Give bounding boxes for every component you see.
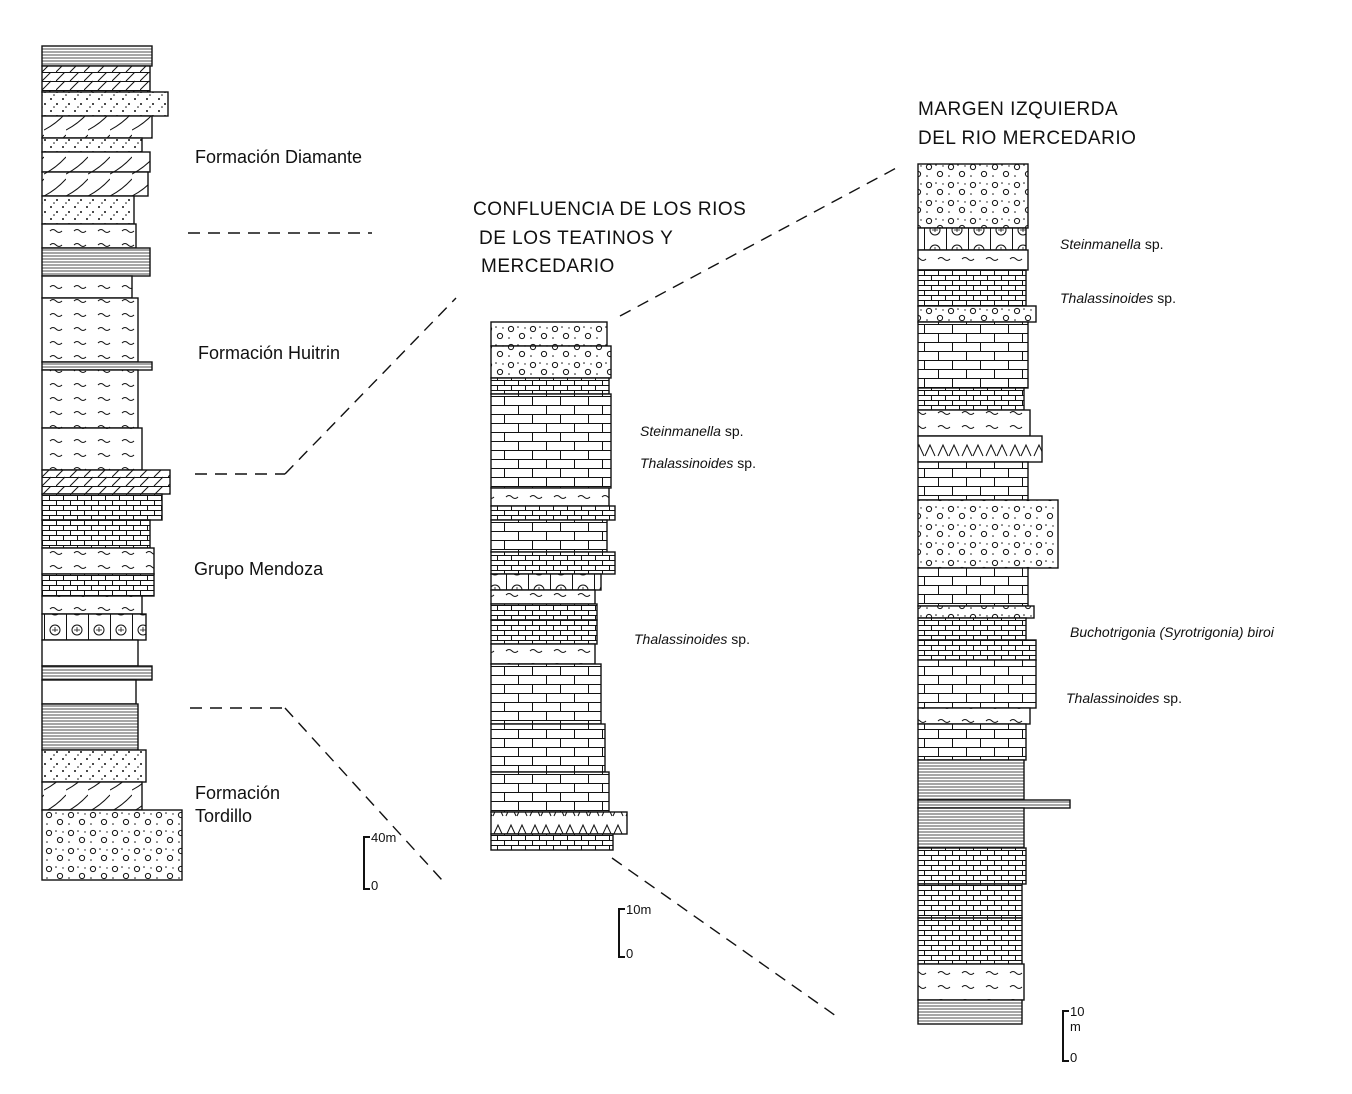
stratum-brick-small bbox=[490, 505, 616, 521]
stratum-cong bbox=[917, 605, 1035, 619]
stratum-shell bbox=[41, 613, 147, 641]
stratum-brick-small bbox=[41, 573, 155, 597]
stratum-brick bbox=[490, 519, 608, 553]
stratum-wave bbox=[41, 547, 155, 575]
formation-label-diamante: Formación Diamante bbox=[195, 147, 363, 167]
stratum-wave bbox=[490, 487, 610, 507]
stratum-brick bbox=[490, 663, 602, 725]
stratum-lam bbox=[41, 247, 151, 277]
correlation-lines bbox=[188, 165, 901, 1017]
stratum-cross bbox=[41, 151, 151, 173]
stratum-lam bbox=[917, 799, 1071, 809]
stratum-shell bbox=[490, 573, 602, 591]
stratum-lam bbox=[41, 45, 153, 67]
formation-label-mendoza: Grupo Mendoza bbox=[194, 559, 324, 579]
stratum-gyp bbox=[490, 811, 628, 835]
stratum-dolo bbox=[41, 65, 151, 93]
stratum-lam bbox=[917, 759, 1025, 801]
column-2-title: CONFLUENCIA DE LOS RIOS DE LOS TEATINOS … bbox=[473, 199, 747, 277]
stratum-cong bbox=[917, 305, 1037, 323]
stratum-brick-small bbox=[917, 917, 1023, 965]
link-to-column-3-top bbox=[619, 165, 901, 317]
stratum-lam bbox=[41, 665, 153, 681]
stratum-brick-small bbox=[41, 493, 163, 521]
fossil-label: Thalassinoides sp. bbox=[1060, 290, 1176, 306]
stratum-wave bbox=[917, 707, 1031, 725]
stratum-wave bbox=[41, 223, 137, 249]
column-3-title: MARGEN IZQUIERDA DEL RIO MERCEDARIO bbox=[918, 99, 1137, 149]
stratum-brick bbox=[917, 567, 1029, 607]
stratum-brick-small bbox=[917, 847, 1027, 885]
stratum-brick bbox=[917, 659, 1037, 709]
stratum-wave bbox=[41, 595, 143, 615]
stratum-brick-small bbox=[917, 387, 1025, 411]
stratum-lam bbox=[41, 361, 153, 371]
stratum-shell bbox=[917, 227, 1027, 251]
stratum-wave bbox=[917, 249, 1029, 271]
fossil-label: Thalassinoides sp. bbox=[634, 631, 750, 647]
stratum-brick-small bbox=[917, 269, 1027, 307]
stratum-brick-small bbox=[490, 603, 598, 621]
stratum-brick-small bbox=[41, 519, 151, 549]
stratum-lam bbox=[917, 999, 1023, 1025]
stratum-blank bbox=[41, 679, 137, 705]
stratum-brick-small bbox=[917, 639, 1037, 661]
formation-label-tordillo: Formación Tordillo bbox=[195, 783, 281, 827]
stratum-sand bbox=[41, 137, 143, 153]
stratum-brick bbox=[917, 723, 1027, 761]
stratum-cong bbox=[490, 321, 608, 347]
fossil-label: Steinmanella sp. bbox=[1060, 236, 1164, 252]
column-3-strata bbox=[917, 163, 1071, 1025]
stratum-dolo bbox=[41, 469, 171, 495]
stratum-sand bbox=[41, 749, 147, 783]
stratum-brick-small bbox=[917, 617, 1027, 641]
stratum-cross bbox=[41, 171, 149, 197]
stratum-sand bbox=[41, 195, 135, 225]
stratum-brick-small bbox=[490, 551, 616, 575]
stratum-cong bbox=[917, 499, 1059, 569]
stratum-wave bbox=[41, 369, 139, 429]
stratum-cong bbox=[41, 809, 183, 881]
stratum-brick-small bbox=[490, 619, 598, 645]
stratum-brick bbox=[917, 461, 1029, 501]
fossil-label: Steinmanella sp. bbox=[640, 423, 744, 439]
stratum-blank bbox=[41, 639, 139, 667]
fossil-label: Thalassinoides sp. bbox=[640, 455, 756, 471]
stratum-wave bbox=[490, 643, 596, 665]
stratum-cong bbox=[490, 345, 612, 379]
stratum-lam bbox=[41, 703, 139, 751]
stratum-brick bbox=[917, 321, 1029, 389]
stratum-cross bbox=[41, 781, 143, 811]
stratum-gyp bbox=[917, 435, 1043, 463]
stratum-wave bbox=[917, 409, 1031, 437]
column-1-strata bbox=[41, 45, 183, 881]
stratum-wave bbox=[490, 589, 596, 605]
stratum-brick-small bbox=[490, 833, 614, 851]
stratum-wave bbox=[41, 297, 139, 363]
stratum-sand bbox=[41, 91, 169, 117]
stratum-lam bbox=[917, 807, 1025, 849]
stratum-brick bbox=[490, 723, 606, 773]
stratum-cong bbox=[917, 163, 1029, 229]
stratum-brick-small bbox=[917, 883, 1023, 919]
link-to-column-3-bottom bbox=[611, 857, 837, 1017]
stratum-brick bbox=[490, 393, 612, 489]
stratum-brick-small bbox=[490, 377, 610, 395]
stratum-cross bbox=[41, 115, 153, 139]
fossil-label: Buchotrigonia (Syrotrigonia) biroi bbox=[1070, 624, 1274, 640]
stratum-wave bbox=[917, 963, 1025, 1001]
formation-label-huitrin: Formación Huitrin bbox=[198, 343, 341, 363]
stratum-wave bbox=[41, 275, 133, 299]
stratum-wave bbox=[41, 427, 143, 471]
stratum-brick bbox=[490, 771, 610, 813]
link-to-column-2-top bbox=[284, 297, 457, 475]
column-2-strata bbox=[490, 321, 628, 851]
fossil-label: Thalassinoides sp. bbox=[1066, 690, 1182, 706]
